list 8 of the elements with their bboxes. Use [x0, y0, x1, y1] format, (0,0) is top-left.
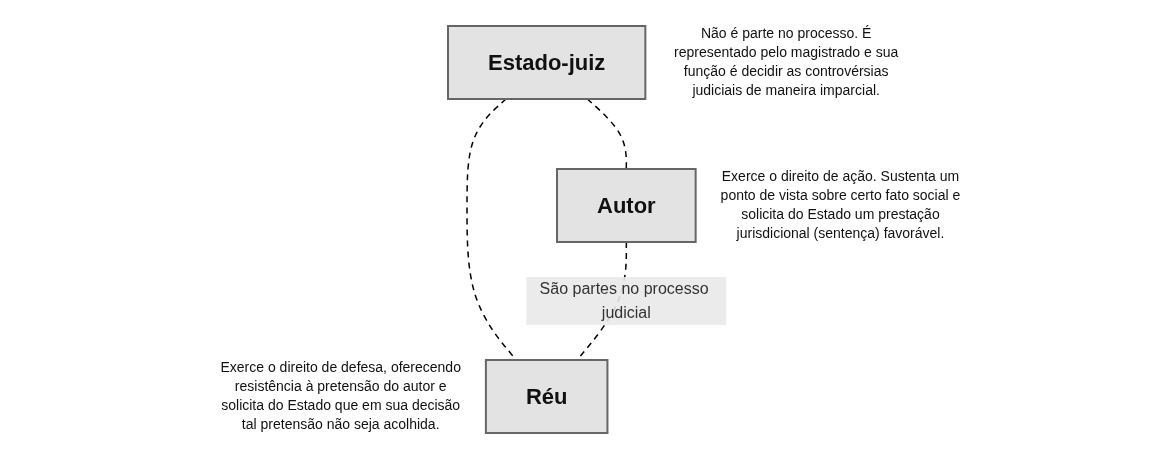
edge-label: São partes no processo judicial [539, 279, 709, 321]
connector [586, 98, 627, 170]
node-note: Exerce o direito de ação. Sustenta um ponto de vista sobre certo fato social e solicita do Estado um prestação jurisdicional (sentença) favorável. [719, 167, 962, 244]
node-box: Réu [484, 359, 609, 434]
node-box: Autor [555, 168, 697, 243]
node-note: Exerce o direito de defesa, oferecendo resistência à pretensão do autor e solicita do Estado que em sua decisão tal pretensão não seja acolhida. [219, 358, 462, 435]
node-note: Não é parte no processo. É representado pelo magistrado e sua função é decidir as controvérsias judiciais de maneira imparcial. [673, 24, 900, 101]
node-box: Estado-juiz [446, 25, 647, 100]
